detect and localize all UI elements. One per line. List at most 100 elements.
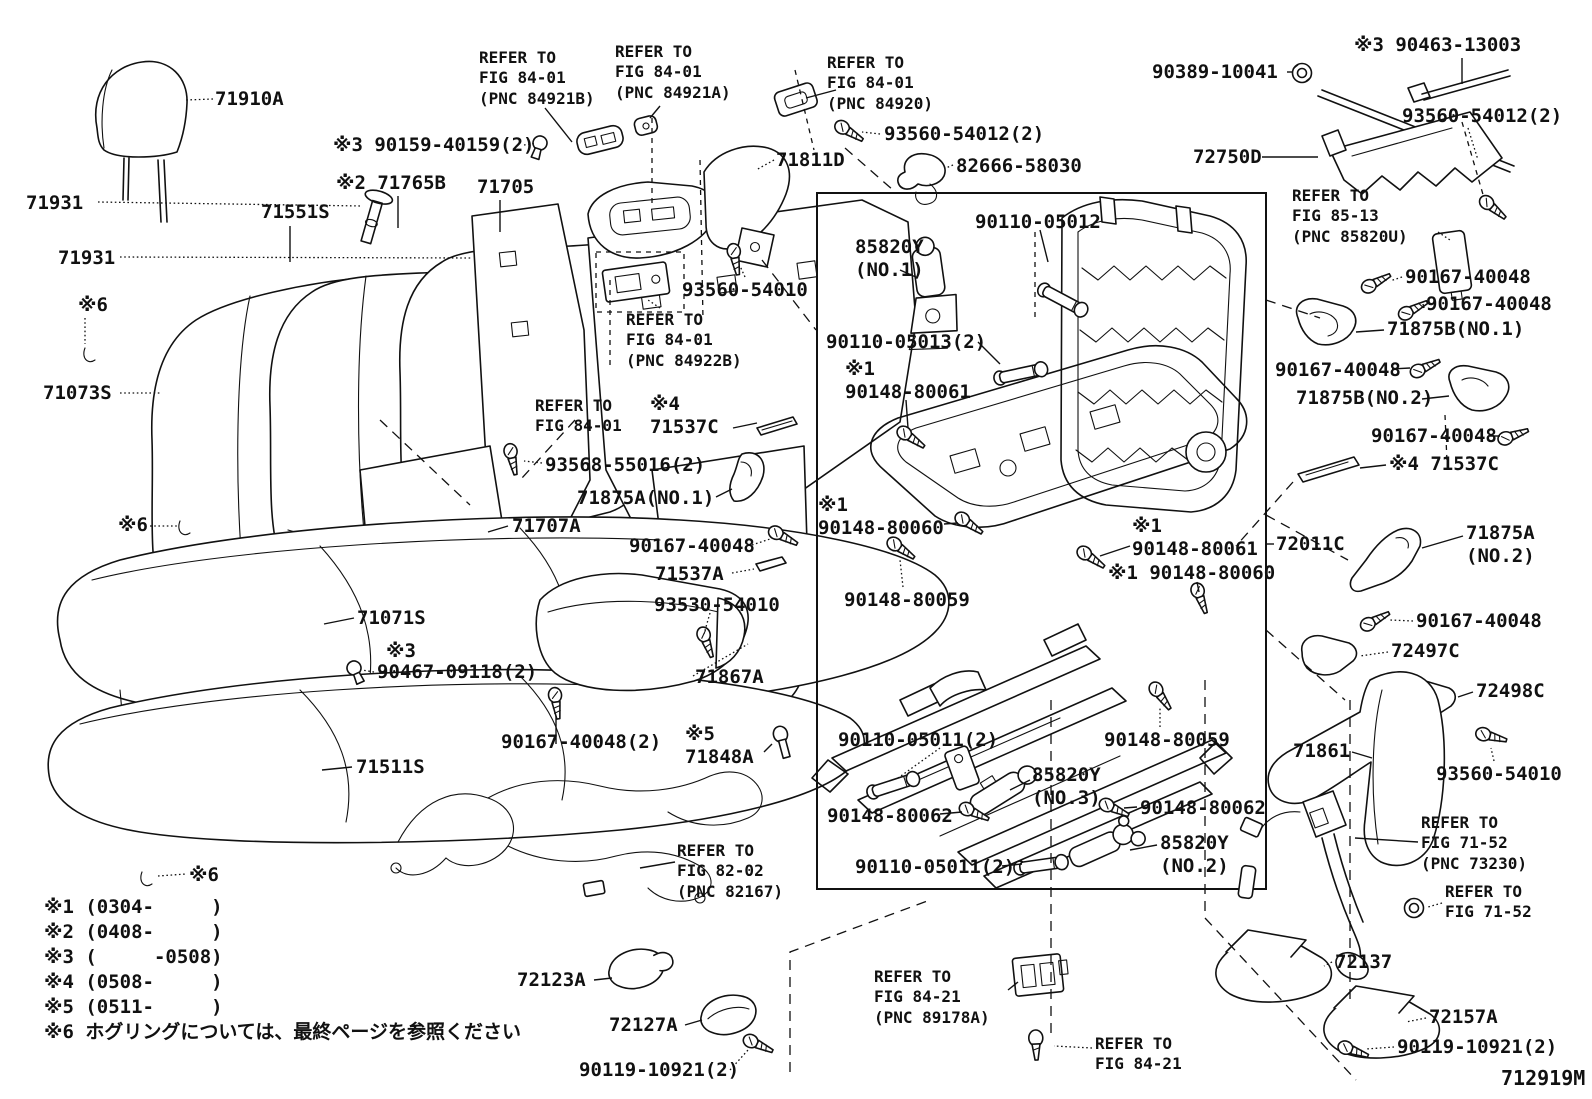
clip-72127A xyxy=(698,992,759,1038)
hook-82666-58030 xyxy=(898,154,945,205)
part-number-label: 90467-09118(2) xyxy=(377,661,538,683)
part-number-label: 90110-05012 xyxy=(975,211,1101,233)
construction-lines xyxy=(380,70,1484,1080)
spacer-71537A xyxy=(756,557,786,571)
hog-ring-icon xyxy=(179,521,190,535)
figure-reference-label: REFER TO FIG 71-52 xyxy=(1445,882,1532,922)
bracket-71875A-no1 xyxy=(730,453,764,501)
part-number-label: 90110-05013(2) xyxy=(826,331,987,353)
part-number-label: 90167-40048 xyxy=(1275,359,1401,381)
footnote-marker: ※3 xyxy=(386,640,416,662)
legend-note: ※3 ( -0508) xyxy=(44,946,223,968)
leader-lines xyxy=(85,58,1500,1070)
seat-cushion-frame xyxy=(871,346,1247,528)
legend-note: ※5 (0511- ) xyxy=(44,996,223,1018)
part-number-label: 82666-58030 xyxy=(956,155,1082,177)
motor-85820U xyxy=(1432,230,1473,302)
part-number-label: 90148-80062 xyxy=(827,805,953,827)
part-number-label: 90148-80059 xyxy=(1104,729,1230,751)
figure-reference-label: REFER TO FIG 82-02 (PNC 82167) xyxy=(677,841,783,901)
figure-reference-label: REFER TO FIG 84-01 (PNC 84921A) xyxy=(615,42,731,102)
part-number-label: 72498C xyxy=(1476,680,1545,702)
cover-72157A xyxy=(1324,986,1439,1058)
bracket-71875A-no2 xyxy=(1350,528,1420,591)
part-number-label: 90167-40048 xyxy=(1371,425,1497,447)
part-number-label: 85820Y (NO.1) xyxy=(855,236,924,282)
part-number-label: 72127A xyxy=(609,1014,678,1036)
seat-bracket-85820Y-no3b xyxy=(944,745,980,791)
recline-cover-71811D xyxy=(588,146,789,267)
part-number-label: 90110-05011(2) xyxy=(855,856,1016,878)
part-number-label: 71811D xyxy=(776,149,845,171)
part-number-label: 71910A xyxy=(215,88,284,110)
seat-track-rails xyxy=(812,624,1232,888)
clip-84920 xyxy=(773,81,819,117)
figure-reference-label: REFER TO FIG 84-01 xyxy=(535,396,622,436)
part-number-label: 71073S xyxy=(43,382,112,404)
figure-reference-label: REFER TO FIG 84-21 (PNC 89178A) xyxy=(874,967,990,1027)
figure-reference-label: REFER TO FIG 84-21 xyxy=(1095,1034,1182,1074)
part-number-label: 90167-40048 xyxy=(1416,610,1542,632)
part-number-label: 71875A(NO.1) xyxy=(577,487,715,509)
part-number-label: 90167-40048 xyxy=(1405,266,1531,288)
headrest-71910A xyxy=(96,61,187,222)
footnote-marker: ※6 xyxy=(118,514,148,536)
wiring-harness xyxy=(391,772,762,903)
part-number-label: ※1 90148-80061 xyxy=(1132,515,1258,561)
part-number-label: ※1 90148-80060 xyxy=(1108,562,1276,584)
part-number-label: 93560-54012(2) xyxy=(884,123,1045,145)
part-number-label: ※2 71765B xyxy=(336,172,446,194)
figure-reference-label: REFER TO FIG 84-01 (PNC 84920) xyxy=(827,53,933,113)
seat-cushion-cover-71511S xyxy=(48,670,864,843)
part-number-label: 90110-05011(2) xyxy=(838,729,999,751)
seat-shield-71867A xyxy=(536,574,748,691)
clip-84921B xyxy=(575,124,625,156)
part-number-label: 90167-40048 xyxy=(629,535,755,557)
part-number-label: 93560-54012(2) xyxy=(1402,105,1563,127)
part-number-label: 93560-54010 xyxy=(682,279,808,301)
rod-71537C-left xyxy=(757,417,797,435)
part-number-label: 71931 xyxy=(26,192,84,214)
legend-note: ※2 (0408- ) xyxy=(44,921,223,943)
figure-reference-label: REFER TO FIG 71-52 (PNC 73230) xyxy=(1421,813,1527,873)
part-number-label: 71861 xyxy=(1293,740,1351,762)
part-number-label: ※1 90148-80060 xyxy=(818,494,944,540)
part-number-label: 72123A xyxy=(517,969,586,991)
part-number-label: 90148-80059 xyxy=(844,589,970,611)
part-number-label: 72137 xyxy=(1335,951,1393,973)
figure-reference-label: REFER TO FIG 84-01 (PNC 84921B) xyxy=(479,48,595,108)
motor-85820Y-no2 xyxy=(1063,811,1147,873)
part-number-label: 90119-10921(2) xyxy=(579,1059,740,1081)
part-number-label: ※4 71537C xyxy=(650,393,719,439)
cover-72137 xyxy=(1216,930,1331,1002)
bracket-71875B-no2 xyxy=(1449,366,1509,411)
headrest-support-71931 xyxy=(352,187,394,246)
legend-note: ※4 (0508- ) xyxy=(44,971,223,993)
diagram-code: 712919M xyxy=(1501,1066,1586,1090)
part-number-label: ※4 71537C xyxy=(1389,453,1499,475)
part-number-label: ※1 90148-80061 xyxy=(845,358,971,404)
legend-note: ※1 (0304- ) xyxy=(44,896,223,918)
motor-85820Y-no1 xyxy=(894,234,963,353)
part-number-label: 72497C xyxy=(1391,640,1460,662)
strap-90463-13003 xyxy=(1408,70,1510,102)
lumbar-support-72750D xyxy=(1318,90,1514,194)
part-number-label: ※3 90159-40159(2) xyxy=(333,134,535,156)
part-number-label: 85820Y (NO.2) xyxy=(1160,832,1229,878)
part-number-label: 71867A xyxy=(695,666,764,688)
footnote-marker: ※6 xyxy=(189,864,219,886)
part-number-label: 93560-54010 xyxy=(1436,763,1562,785)
part-number-label: 90167-40048 xyxy=(1426,293,1552,315)
part-number-label: 71875A (NO.2) xyxy=(1466,522,1535,568)
hog-ring-icon xyxy=(141,872,152,886)
part-number-label: 90148-80062 xyxy=(1140,797,1266,819)
part-number-label: 93568-55016(2) xyxy=(545,454,706,476)
part-number-label: 72011C xyxy=(1276,533,1345,555)
detail-box xyxy=(817,193,1266,889)
part-number-label: 71875B(NO.2) xyxy=(1296,387,1434,409)
rod-71537C-right xyxy=(1298,457,1359,482)
screw-84-21 xyxy=(1029,1030,1044,1060)
